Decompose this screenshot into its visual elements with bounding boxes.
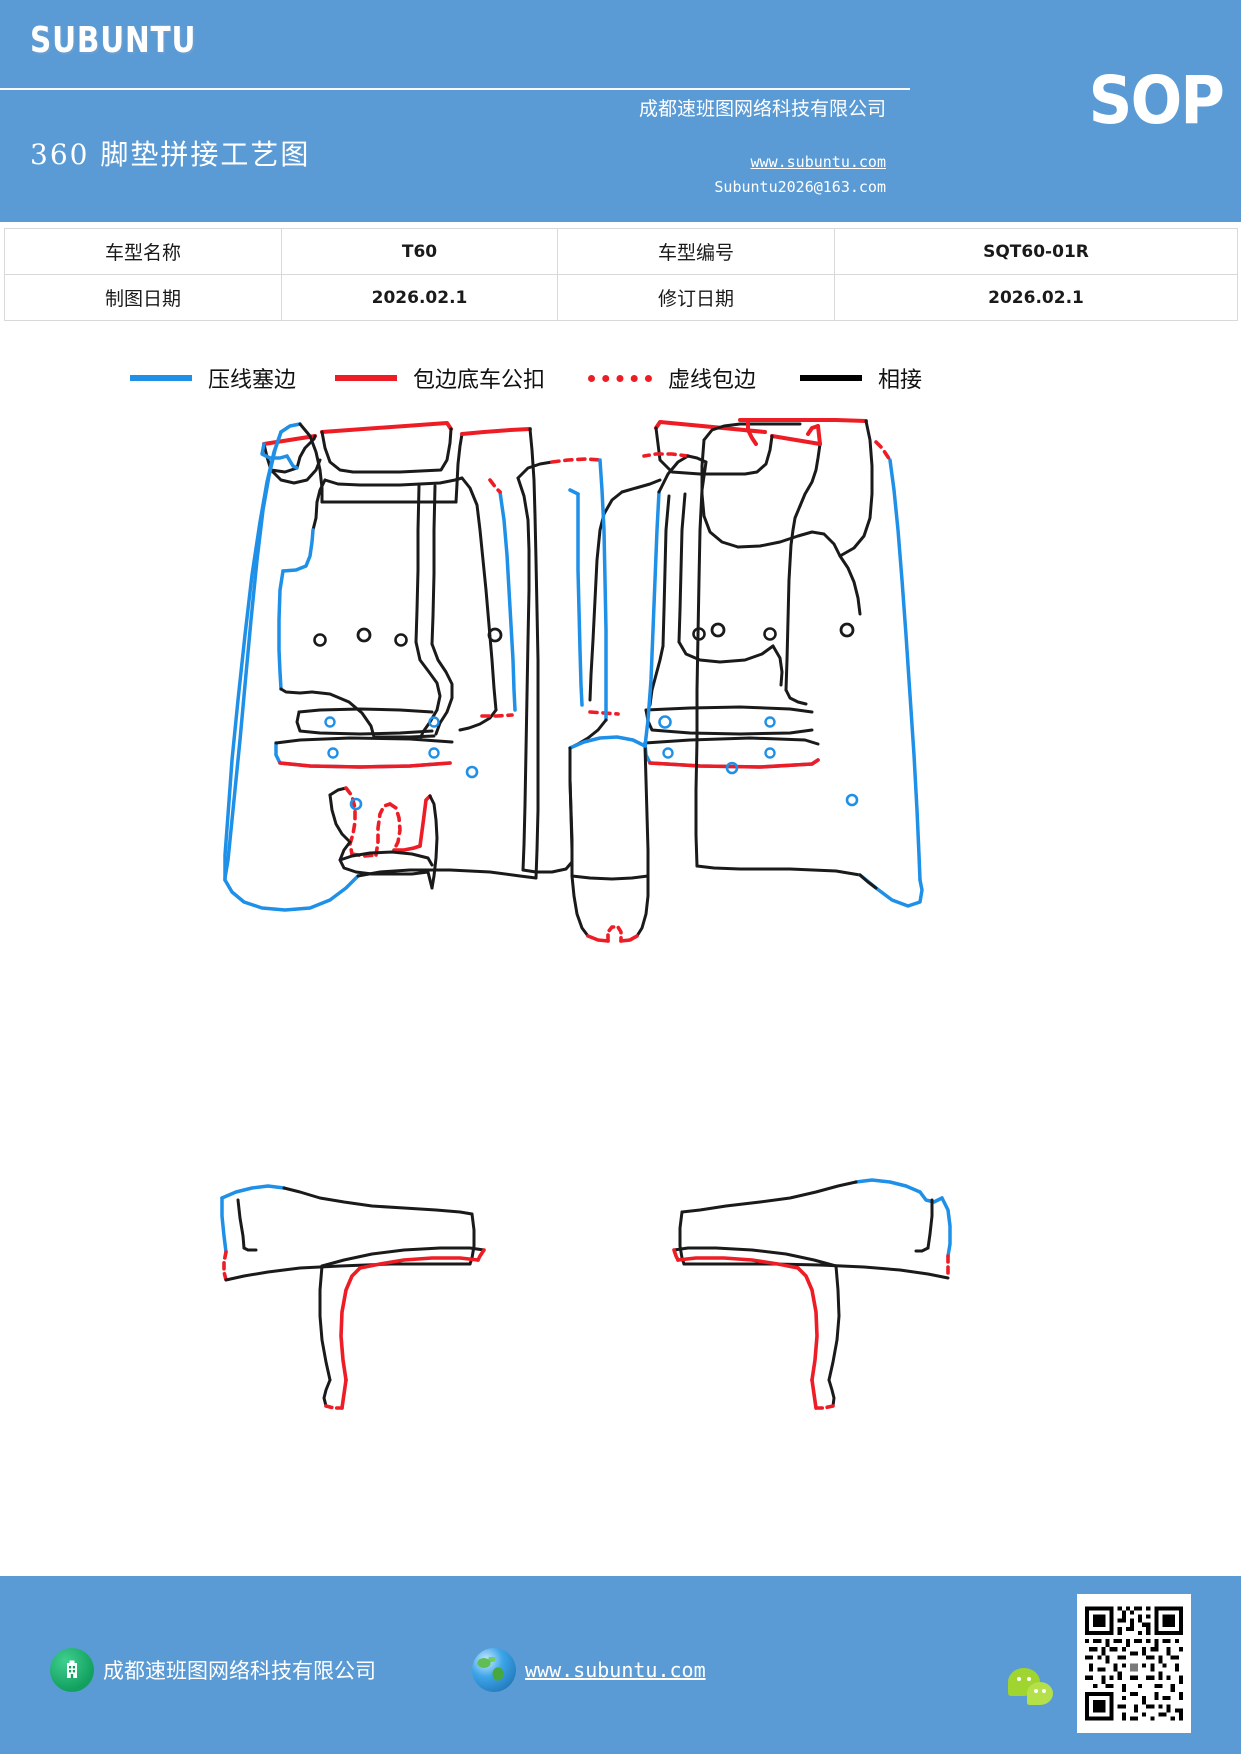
cell-model-code-value: SQT60-01R bbox=[834, 228, 1238, 275]
table-row: 车型名称 T60 车型编号 SQT60-01R bbox=[4, 228, 1238, 275]
globe-icon bbox=[472, 1648, 516, 1692]
rear-right-sill-strip bbox=[678, 1178, 952, 1280]
center-tunnel-right-strip bbox=[642, 452, 708, 748]
front-left-sill-strips bbox=[274, 707, 454, 769]
vehicle-info-table: 车型名称 T60 车型编号 SQT60-01R 制图日期 2026.02.1 修… bbox=[4, 228, 1238, 321]
page-title: 360 脚垫拼接工艺图 bbox=[30, 138, 311, 171]
front-right-upper-panel bbox=[568, 420, 822, 716]
legend-swatch-blue-line bbox=[130, 375, 192, 381]
wechat-icon bbox=[1008, 1668, 1062, 1708]
rear-left-sill-strip bbox=[220, 1184, 476, 1282]
cell-revision-date-label: 修订日期 bbox=[557, 274, 835, 321]
front-left-floor-mat bbox=[223, 422, 540, 912]
footer-website-link[interactable]: www.subuntu.com bbox=[525, 1658, 706, 1682]
front-right-floor-mat bbox=[694, 418, 924, 908]
center-tunnel-cap bbox=[568, 735, 650, 943]
footer-website-block[interactable]: www.subuntu.com bbox=[472, 1648, 706, 1692]
header-email: Subuntu2026@163.com bbox=[714, 178, 886, 196]
legend-label-joint: 相接 bbox=[878, 368, 923, 393]
floor-mat-pattern-drawing bbox=[0, 410, 1241, 1420]
legend-label-dashed-binding: 虚线包边 bbox=[668, 368, 757, 393]
page-header: SUBUNTU 360 脚垫拼接工艺图 成都速班图网络科技有限公司 www.su… bbox=[0, 0, 1241, 222]
legend-item-joint: 相接 bbox=[800, 358, 922, 398]
rear-left-kick-panel bbox=[318, 1246, 486, 1410]
cell-model-name-label: 车型名称 bbox=[4, 228, 282, 275]
cell-draw-date-value: 2026.02.1 bbox=[281, 274, 558, 321]
building-icon bbox=[50, 1648, 94, 1692]
table-row: 制图日期 2026.02.1 修订日期 2026.02.1 bbox=[4, 274, 1238, 321]
footer-company-name: 成都速班图网络科技有限公司 bbox=[103, 1659, 376, 1683]
legend-item-binding: 包边底车公扣 bbox=[335, 358, 545, 398]
legend-swatch-red-dotted-line bbox=[588, 374, 652, 382]
brand-logo: SUBUNTU bbox=[30, 20, 197, 61]
legend-label-stitch: 压线塞边 bbox=[208, 368, 297, 393]
legend-swatch-black-line bbox=[800, 375, 862, 381]
cell-model-code-label: 车型编号 bbox=[557, 228, 835, 275]
rear-right-kick-panel bbox=[672, 1246, 841, 1410]
cell-revision-date-value: 2026.02.1 bbox=[834, 274, 1238, 321]
legend: 压线塞边 包边底车公扣 虚线包边 相接 bbox=[0, 358, 1241, 412]
footer-company-block: 成都速班图网络科技有限公司 bbox=[50, 1648, 376, 1692]
front-right-sill-strips bbox=[643, 705, 820, 769]
center-console-cap bbox=[328, 786, 439, 890]
center-tunnel-left-strip bbox=[516, 457, 608, 874]
cell-draw-date-label: 制图日期 bbox=[4, 274, 282, 321]
legend-label-binding: 包边底车公扣 bbox=[413, 368, 546, 393]
qr-code bbox=[1077, 1594, 1191, 1733]
header-divider bbox=[0, 88, 910, 90]
header-company-name: 成都速班图网络科技有限公司 bbox=[638, 98, 886, 120]
wechat-bubble-small bbox=[1027, 1682, 1053, 1705]
legend-item-stitch: 压线塞边 bbox=[130, 358, 296, 398]
legend-swatch-red-line bbox=[335, 375, 397, 381]
header-website-link[interactable]: www.subuntu.com bbox=[750, 153, 886, 171]
sop-badge: SOP bbox=[1088, 62, 1225, 139]
legend-item-dashed-binding: 虚线包边 bbox=[588, 358, 756, 398]
front-left-upper-panel bbox=[260, 421, 517, 739]
cell-model-name-value: T60 bbox=[281, 228, 558, 275]
page-footer: 成都速班图网络科技有限公司 www.subuntu.com bbox=[0, 1576, 1241, 1754]
